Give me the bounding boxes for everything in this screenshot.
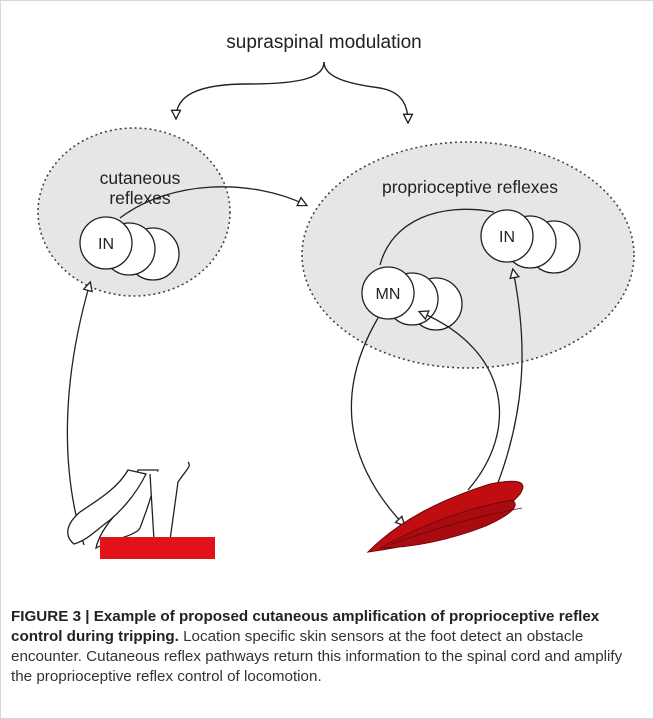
supraspinal-brace-left (176, 62, 324, 118)
figure-label: FIGURE 3 | (11, 608, 94, 625)
supraspinal-label: supraspinal modulation (226, 32, 421, 53)
proprioceptive-label: proprioceptive reflexes (382, 177, 558, 197)
motor-neuron-label: MN (376, 286, 401, 303)
cutaneous-label-line1: cutaneous (100, 168, 181, 188)
proprio-interneuron-label: IN (499, 229, 515, 246)
skin-afferent-pathway (67, 283, 90, 545)
proprioceptive-reflexes-group (302, 142, 634, 368)
obstacle (100, 537, 215, 559)
reflex-diagram: supraspinal modulation cutaneous reflexe… (0, 0, 654, 600)
cutaneous-interneuron-label: IN (98, 236, 114, 253)
supraspinal-brace-right (324, 62, 408, 122)
leg-outline (68, 462, 190, 548)
figure-caption: FIGURE 3 | Example of proposed cutaneous… (11, 607, 643, 687)
muscle-icon (368, 481, 523, 552)
